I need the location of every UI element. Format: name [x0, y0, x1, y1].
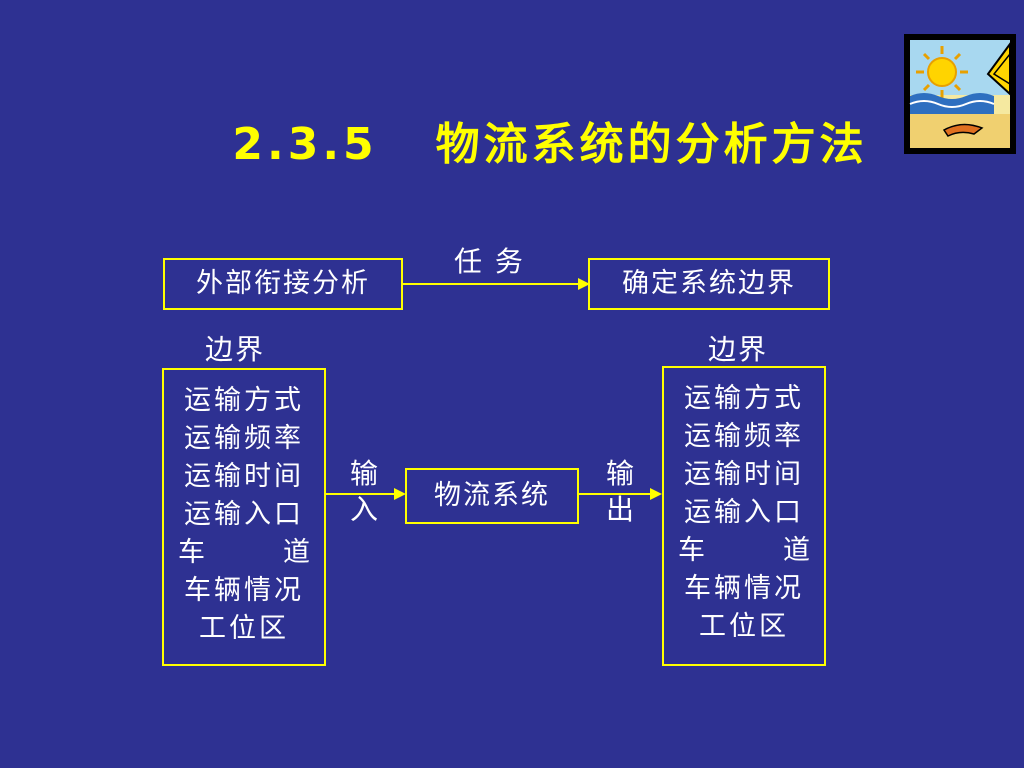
logistics-system-box: 物流系统: [405, 468, 579, 524]
list-item: 车 道: [664, 532, 824, 570]
input-label: 输 入: [344, 456, 384, 528]
right-boundary-list: 运输方式 运输频率 运输时间 运输入口 车 道 车辆情况 工位区: [662, 366, 826, 666]
list-item: 运输时间: [684, 459, 804, 490]
boundary-label-left: 边界: [205, 333, 266, 366]
external-connection-analysis-label: 外部衔接分析: [196, 268, 370, 299]
list-item: 车辆情况: [684, 573, 804, 604]
page-title: 2.3.5 物流系统的分析方法: [232, 119, 868, 170]
list-item-part: 道: [783, 535, 810, 566]
list-item: 运输方式: [184, 385, 304, 416]
left-boundary-list: 运输方式 运输频率 运输时间 运输入口 车 道 车辆情况 工位区: [162, 368, 326, 666]
list-item: 工位区: [199, 613, 289, 644]
list-item-part: 道: [283, 537, 310, 568]
list-item: 运输方式: [684, 383, 804, 414]
logistics-system-label: 物流系统: [434, 480, 550, 511]
list-item: 运输频率: [184, 423, 304, 454]
list-item: 运输时间: [184, 461, 304, 492]
external-connection-analysis-box: 外部衔接分析: [163, 258, 403, 310]
list-item-part: 车: [678, 535, 705, 566]
list-item: 工位区: [699, 611, 789, 642]
output-label-char: 出: [605, 493, 634, 526]
output-label: 输 出: [600, 456, 640, 528]
list-item: 运输入口: [184, 499, 304, 530]
task-label: 任 务: [454, 245, 525, 278]
list-item: 运输频率: [684, 421, 804, 452]
input-label-char: 入: [349, 493, 378, 526]
list-item: 车辆情况: [184, 575, 304, 606]
list-item-part: 车: [178, 537, 205, 568]
sun-beach-clipart-icon: [904, 34, 1016, 154]
input-label-char: 输: [349, 457, 378, 490]
determine-boundary-box: 确定系统边界: [588, 258, 830, 310]
list-item: 车 道: [164, 534, 324, 572]
boundary-label-right: 边界: [708, 333, 769, 366]
determine-boundary-label: 确定系统边界: [622, 268, 796, 299]
output-label-char: 输: [605, 457, 634, 490]
list-item: 运输入口: [684, 497, 804, 528]
